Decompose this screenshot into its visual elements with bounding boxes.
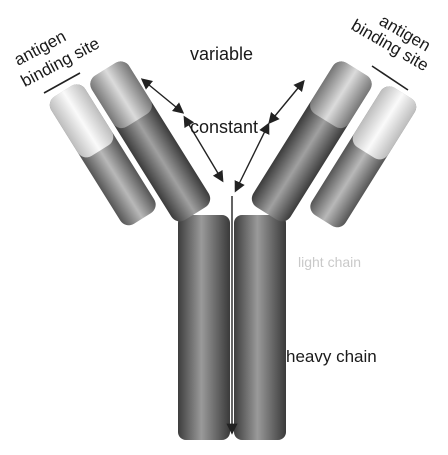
variable-arrow-right: [270, 82, 303, 122]
antigen-label-right: antigen binding site: [348, 0, 441, 75]
variable-label: variable: [190, 44, 253, 64]
light-chain-label: light chain: [298, 254, 361, 270]
antigen-label-left: antigen binding site: [7, 14, 102, 91]
heavy-chain-left-stem: [178, 215, 230, 440]
heavy-chain-label: heavy chain: [286, 347, 377, 366]
binding-site-bar-right: [372, 66, 408, 90]
constant-label: constant: [190, 117, 258, 137]
heavy-chain-right-stem: [234, 215, 286, 440]
